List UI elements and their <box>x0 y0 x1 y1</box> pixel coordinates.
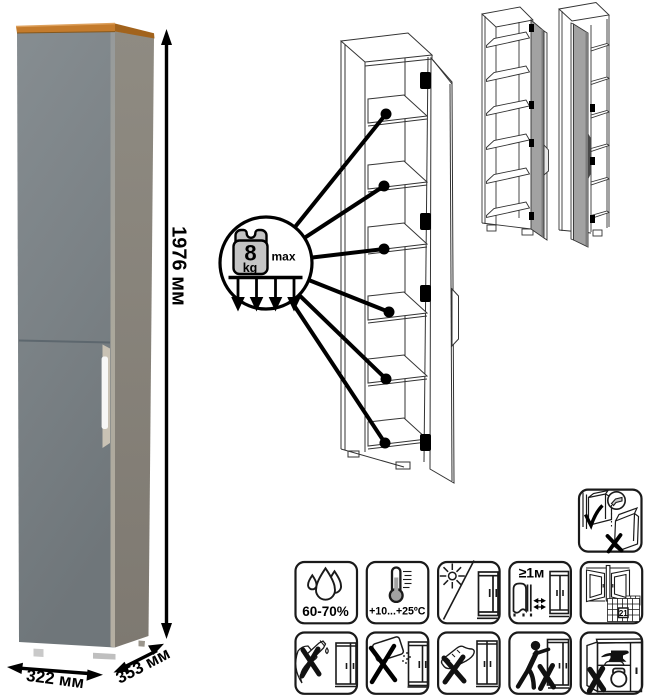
svg-text:≥1м: ≥1м <box>519 565 545 581</box>
svg-text:1976 мм: 1976 мм <box>168 226 190 306</box>
svg-text:60-70%: 60-70% <box>302 604 349 619</box>
svg-text:kg: kg <box>243 261 258 275</box>
svg-text:+10...+25ºC: +10...+25ºC <box>369 606 426 618</box>
svg-text:21: 21 <box>619 609 628 618</box>
svg-text:max: max <box>272 250 296 264</box>
svg-text:353 мм: 353 мм <box>113 644 173 688</box>
svg-text:322 мм: 322 мм <box>25 666 85 692</box>
svg-text:8: 8 <box>244 241 256 266</box>
